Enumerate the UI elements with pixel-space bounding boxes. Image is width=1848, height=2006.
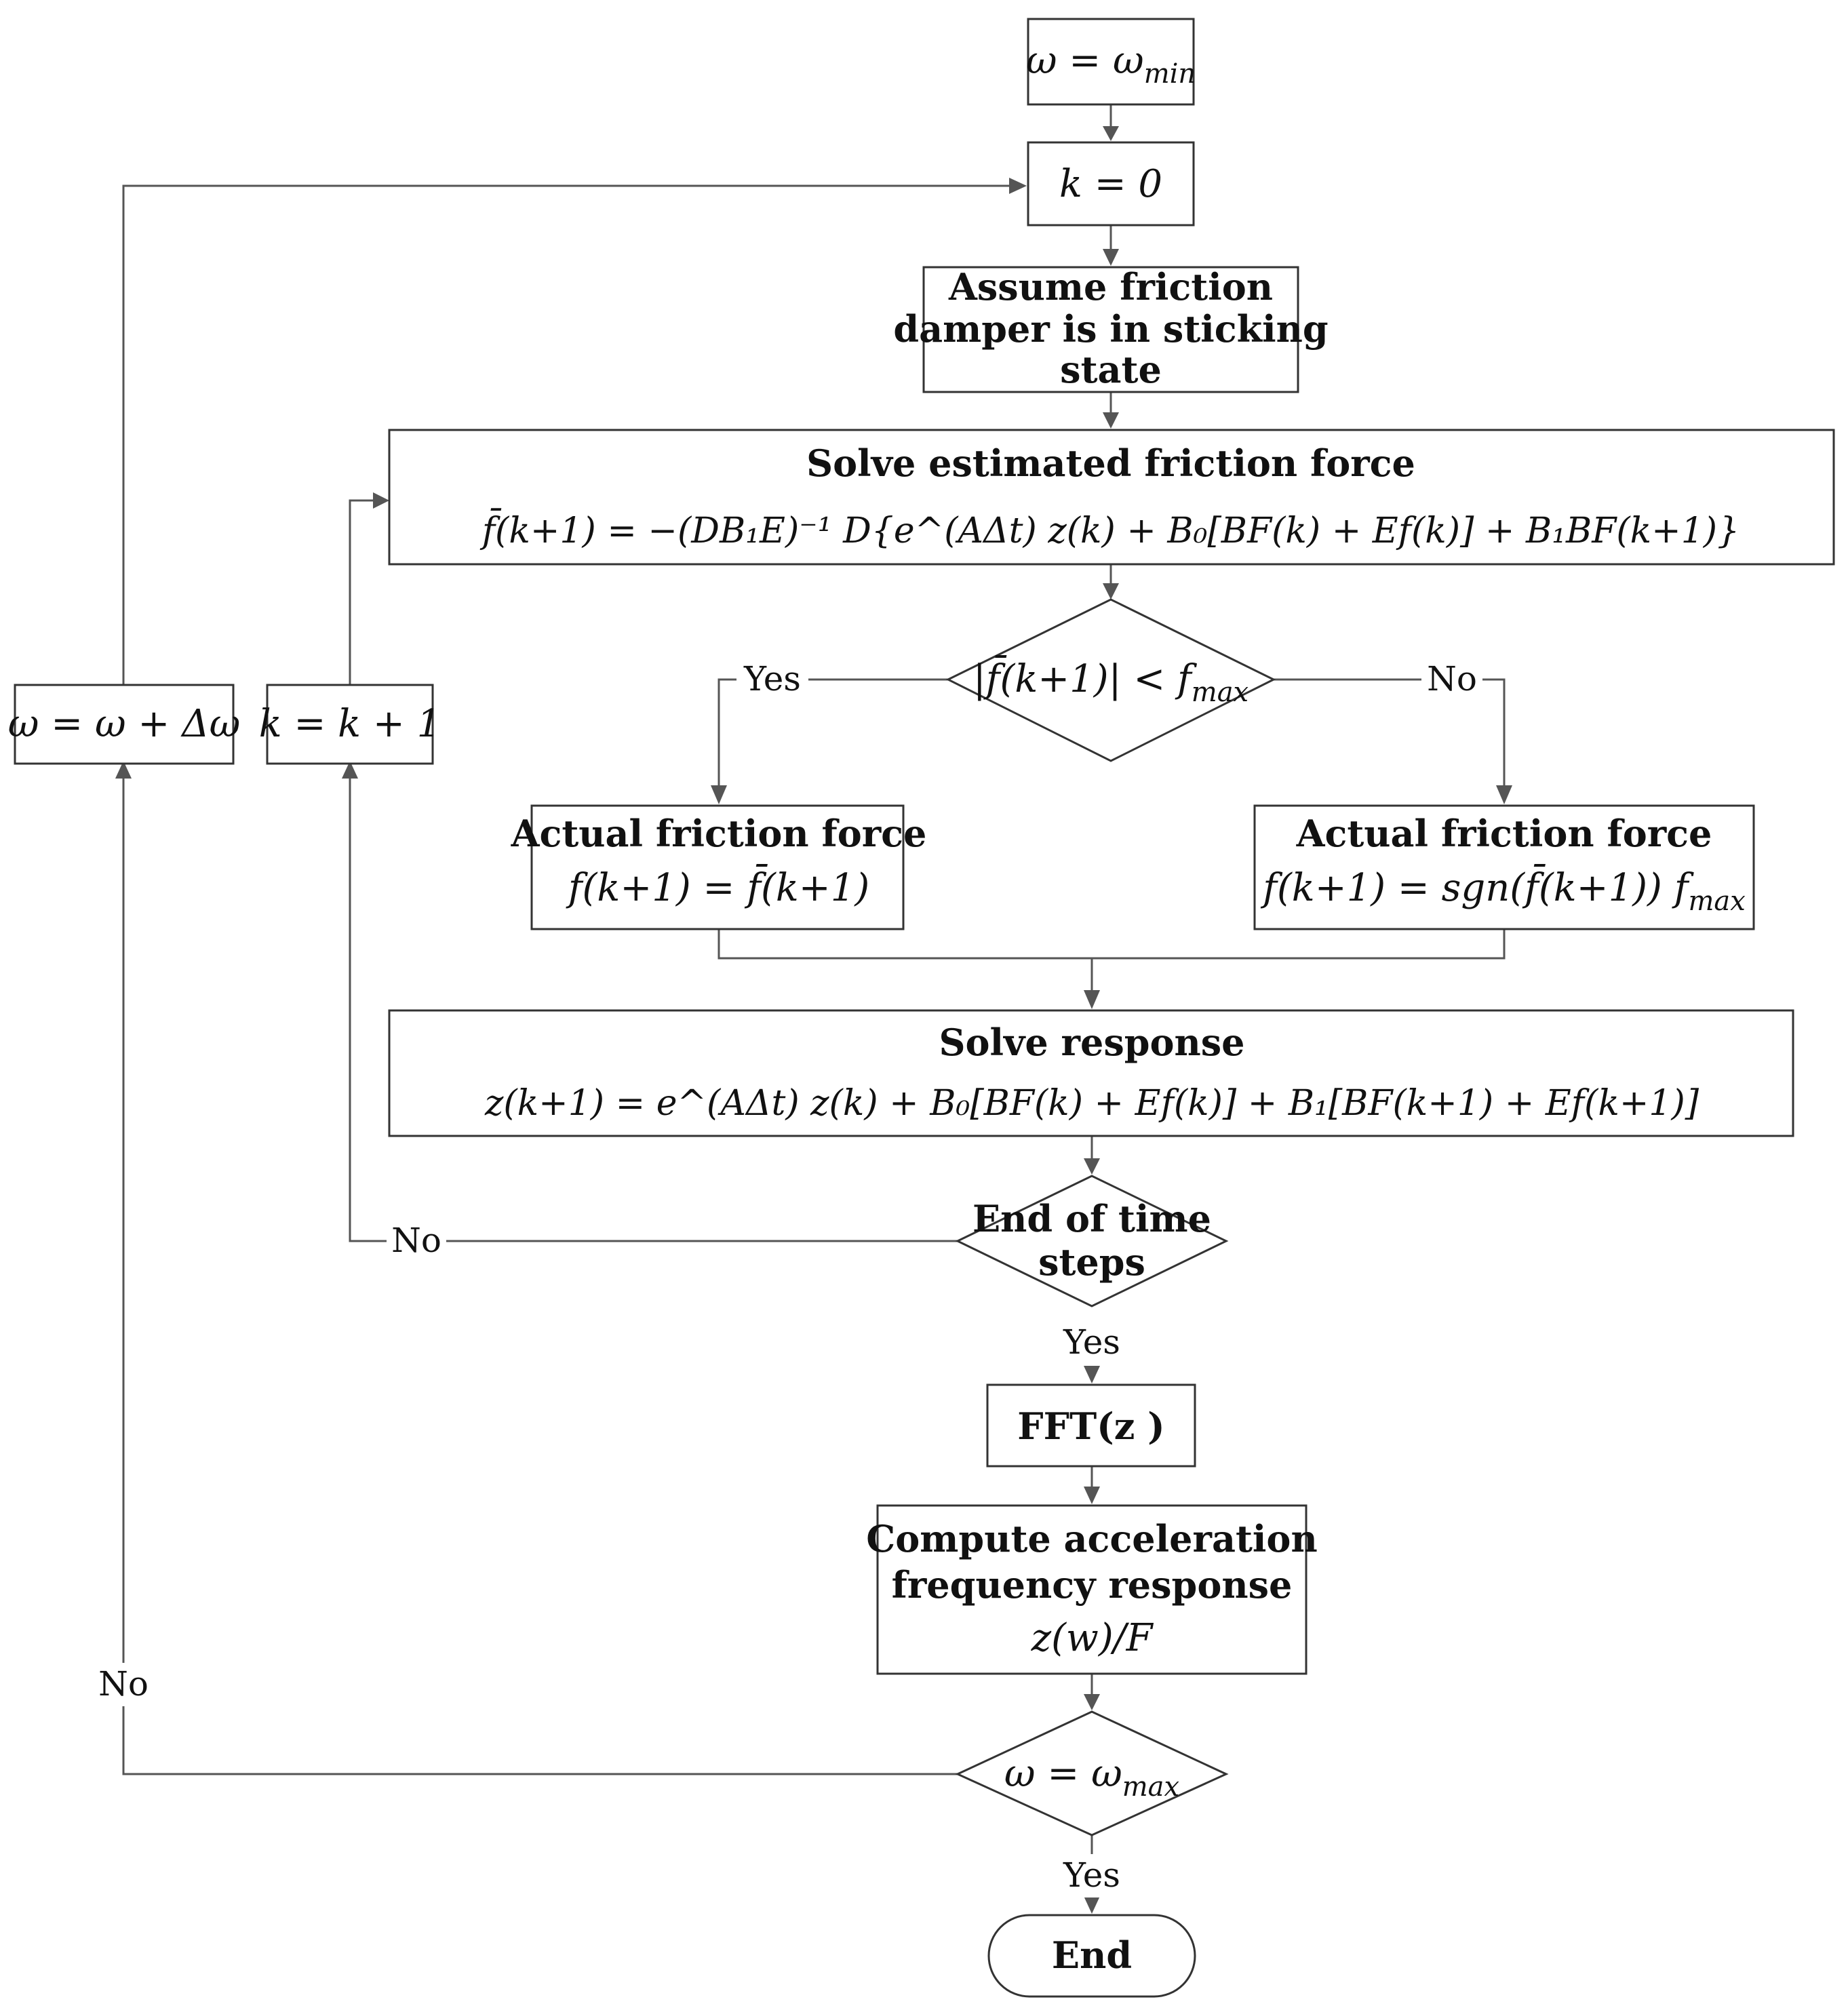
node-end: End	[987, 1914, 1196, 1998]
edge-check-omega-no	[122, 779, 958, 1775]
response-title: Solve response	[939, 1021, 1244, 1064]
node-inc-omega: ω = ω + Δω	[8, 684, 240, 765]
inc-k-eq: k = k + 1	[259, 702, 441, 746]
estimate-formula: f̄(k+1) = −(DB₁E)⁻¹ D{e^(AΔt) z(k) + B₀[…	[479, 509, 1739, 551]
init-omega-eq: ω = ω	[1026, 39, 1144, 83]
edge-end-steps-no	[349, 779, 958, 1242]
node-fft: FFT(z )	[986, 1383, 1196, 1468]
arrowhead-down	[1103, 249, 1119, 266]
arrowhead-up	[115, 761, 132, 779]
arrowhead-right	[373, 492, 389, 509]
label-friction-no: No	[1427, 659, 1477, 699]
node-compute: Compute acceleration frequency response …	[866, 1504, 1318, 1675]
label-steps-no: No	[391, 1221, 441, 1260]
compute-line-1: Compute acceleration	[866, 1517, 1317, 1560]
assume-line-3: state	[1060, 348, 1162, 391]
node-init-k: k = 0	[1027, 141, 1195, 227]
actual-slip-title: Actual friction force	[1296, 812, 1712, 855]
actual-slip-sub: max	[1688, 886, 1745, 917]
arrowhead-down	[1084, 1366, 1100, 1383]
node-assume: Assume friction damper is in sticking st…	[893, 265, 1329, 393]
arrowhead-down	[711, 785, 727, 804]
arrowhead-down	[1084, 990, 1100, 1009]
edge-actual-slip-merge	[1092, 929, 1506, 960]
node-check-friction: |f̄(k+1)| < fmax	[945, 598, 1276, 762]
edge-inc-k-to-estimate	[349, 499, 373, 685]
arrowhead-down	[1084, 1487, 1100, 1504]
check-omega-eq: ω = ω	[1004, 1752, 1122, 1796]
node-response: Solve response z(k+1) = e^(AΔt) z(k) + B…	[388, 1009, 1794, 1137]
arrowhead-down	[1084, 1158, 1100, 1175]
end-steps-line-2: steps	[1038, 1240, 1145, 1284]
node-init-omega: ω = ωmin	[1026, 18, 1196, 106]
node-check-omega: ω = ωmax	[955, 1710, 1229, 1836]
check-friction-sub: max	[1192, 677, 1249, 708]
edge-check-friction-yes	[717, 678, 948, 785]
actual-stick-formula: f(k+1) = f̄(k+1)	[566, 863, 869, 910]
edge-actual-stick-merge	[717, 929, 1092, 960]
compute-formula: z(w)/F	[1031, 1616, 1154, 1660]
arrowhead-down	[1084, 1694, 1100, 1710]
response-formula: z(k+1) = e^(AΔt) z(k) + B₀[BF(k) + Ef(k)…	[484, 1083, 1699, 1124]
arrowhead-down	[1103, 412, 1119, 429]
inc-omega-eq: ω = ω + Δω	[8, 702, 240, 746]
assume-line-1: Assume friction	[948, 265, 1273, 309]
arrowhead-down	[1103, 583, 1119, 599]
compute-line-2: frequency response	[892, 1563, 1293, 1607]
arrowhead-down	[1103, 126, 1119, 141]
label-omega-yes: Yes	[1063, 1855, 1120, 1895]
check-omega-sub: max	[1122, 1771, 1179, 1803]
label-friction-yes: Yes	[743, 659, 801, 699]
svg-text:|f̄(k+1)| < fmax: |f̄(k+1)| < fmax	[973, 654, 1249, 708]
edge-labels: Yes No No Yes No Yes	[92, 658, 1482, 1897]
check-friction-eq: |f̄(k+1)| < f	[973, 654, 1198, 701]
edge-check-friction-no	[1274, 678, 1506, 785]
node-actual-slip: Actual friction force f(k+1) = sgn(f̄(k+…	[1253, 804, 1755, 930]
actual-slip-formula: f(k+1) = sgn(f̄(k+1)) f	[1260, 863, 1694, 910]
assume-line-2: damper is in sticking	[893, 307, 1328, 351]
init-k-eq: k = 0	[1059, 162, 1162, 206]
estimate-title: Solve estimated friction force	[806, 441, 1415, 485]
svg-text:ω = ωmin: ω = ωmin	[1026, 39, 1196, 90]
edge-inc-omega-to-init-k	[122, 184, 1009, 685]
node-inc-k: k = k + 1	[259, 684, 441, 765]
node-actual-stick: Actual friction force f(k+1) = f̄(k+1)	[511, 804, 927, 930]
arrowhead-right	[1009, 178, 1027, 194]
arrowhead-down	[1496, 785, 1512, 804]
end-steps-line-1: End of time	[972, 1197, 1211, 1240]
label-omega-no: No	[98, 1664, 149, 1704]
node-estimate: Solve estimated friction force f̄(k+1) =…	[388, 429, 1835, 566]
arrowheads	[115, 126, 1512, 1914]
actual-stick-title: Actual friction force	[511, 812, 927, 855]
node-end-steps: End of time steps	[955, 1175, 1229, 1307]
end-text: End	[1052, 1933, 1132, 1977]
init-omega-sub: min	[1144, 58, 1196, 90]
arrowhead-down	[1084, 1896, 1100, 1914]
svg-text:ω = ωmax: ω = ωmax	[1004, 1752, 1179, 1803]
fft-text: FFT(z )	[1017, 1404, 1164, 1448]
label-steps-yes: Yes	[1063, 1322, 1120, 1362]
svg-text:f(k+1) = sgn(f̄(k+1)) fmax: f(k+1) = sgn(f̄(k+1)) fmax	[1260, 863, 1746, 917]
arrowhead-up	[342, 761, 358, 779]
